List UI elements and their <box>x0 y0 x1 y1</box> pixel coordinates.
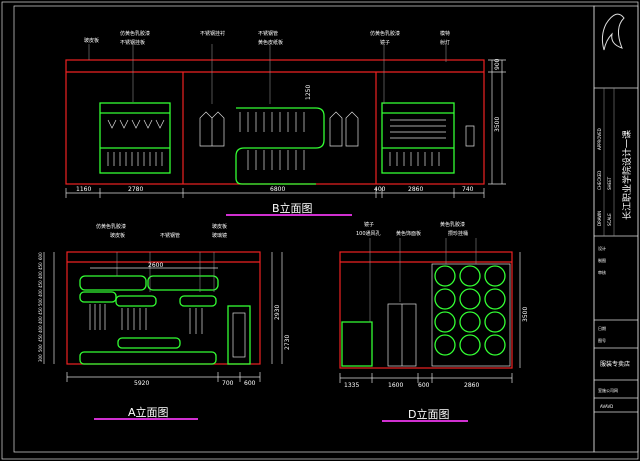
b-mannequins-left <box>199 111 225 147</box>
a-label-3: 玻皮板 <box>212 223 227 230</box>
a-dim-left-1: 450 <box>38 262 43 270</box>
a-dim-left-2: 400 <box>38 271 43 279</box>
d-dim-3: 2860 <box>464 382 479 389</box>
a-dim-left-11: 300 <box>38 354 43 362</box>
a-mirror-cabinet <box>227 305 251 365</box>
a-dim-left-8: 400 <box>38 325 43 333</box>
b-dim-0: 1160 <box>76 186 91 193</box>
b-label-3: 不锈钢挂衬 <box>200 30 225 37</box>
b-label-9: 射灯 <box>440 39 450 46</box>
a-dim-left-5: 500 <box>38 298 43 306</box>
b-label-1: 仿黄色乳胶漆 <box>120 30 150 37</box>
a-dim-left-3: 450 <box>38 280 43 288</box>
d-label-3: 黄色乳胶漆 <box>440 221 465 228</box>
b-dim-2: 6800 <box>270 186 285 193</box>
b-right-shelf <box>381 102 455 174</box>
b-dim-side-0: 1250 <box>305 85 312 100</box>
d-dim-1: 1600 <box>388 382 403 389</box>
a-dim-top-0: 2600 <box>148 262 163 269</box>
b-dim-1: 2780 <box>128 186 143 193</box>
tb-small-2: APPROVED <box>597 128 602 150</box>
tb-row-4: 图号 <box>598 337 606 343</box>
elevation-a <box>43 251 283 382</box>
a-dim-left-6: 450 <box>38 307 43 315</box>
tb-code: AVAVD <box>600 404 613 409</box>
d-round-cubbies <box>434 265 506 356</box>
d-label-0: 镜子 <box>364 221 374 228</box>
b-title: B立面图 <box>272 201 313 215</box>
d-mirror <box>341 321 373 367</box>
school-logo <box>601 13 625 51</box>
b-mannequins-right <box>329 111 359 147</box>
a-dim-left-9: 450 <box>38 334 43 342</box>
a-dim-right-0: 2930 <box>274 305 281 320</box>
b-left-shelf <box>99 102 171 174</box>
tb-small-1: CHECKED <box>597 171 602 190</box>
elevation-a-labels: 仿黄色乳胶漆 玻皮板 不锈钢管 玻皮板 玻璃镜 2600 5920 700 60… <box>38 223 291 420</box>
b-label-5: 黄色皮纸板 <box>258 39 283 46</box>
b-wall-outline <box>65 59 485 185</box>
tb-row-2: 审核 <box>598 269 606 275</box>
a-dim-bottom-1: 700 <box>222 380 234 387</box>
a-dim-bottom-0: 5920 <box>134 380 149 387</box>
b-label-8: 模特 <box>440 30 450 37</box>
tb-small-3: SCALE <box>607 213 612 226</box>
b-label-7: 镜子 <box>380 39 390 46</box>
tb-small-0: DRAWN <box>597 211 602 226</box>
elevation-d <box>339 238 521 383</box>
d-label-2: 黄色饰面板 <box>396 230 421 237</box>
b-label-4: 不锈钢管 <box>258 30 278 37</box>
d-dim-right-0: 3500 <box>522 307 529 322</box>
a-label-2: 不锈钢管 <box>160 232 180 239</box>
a-dim-bottom-2: 600 <box>244 380 256 387</box>
b-center-rack <box>235 107 325 185</box>
b-dim-5: 740 <box>462 186 474 193</box>
tb-project: 服装专卖店 <box>600 360 630 368</box>
a-label-4: 玻璃镜 <box>212 232 227 239</box>
a-dim-left-0: 600 <box>38 252 43 260</box>
elevation-d-labels: 镜子 100通风孔 黄色饰面板 黄色乳胶漆 攒珍挂桶 1335 1600 600… <box>344 221 529 422</box>
a-label-1: 玻皮板 <box>110 232 125 239</box>
d-label-1: 100通风孔 <box>356 230 381 237</box>
tb-vertical-title: 长江职业学院设计一课 <box>621 130 633 220</box>
tb-row-0: 设计 <box>598 245 606 251</box>
d-title: D立面图 <box>408 407 449 421</box>
b-label-6: 仿黄色乳胶漆 <box>370 30 400 37</box>
a-wall-outline <box>66 251 261 365</box>
a-dim-right-1: 2730 <box>284 335 291 350</box>
a-title: A立面图 <box>128 405 169 419</box>
elevation-b <box>65 44 506 198</box>
b-label-2: 不锈钢挂板 <box>120 39 145 46</box>
d-label-4: 攒珍挂桶 <box>448 230 468 237</box>
b-dim-side-1: 3500 <box>494 117 501 132</box>
d-wall-outline <box>339 251 513 369</box>
d-dim-0: 1335 <box>344 382 359 389</box>
b-dim-side-2: 900 <box>494 58 501 70</box>
b-dim-4: 2860 <box>408 186 423 193</box>
a-label-0: 仿黄色乳胶漆 <box>96 223 126 230</box>
tb-note: 室施公司网 <box>598 387 618 393</box>
tb-row-1: 制图 <box>598 257 606 263</box>
elevation-b-labels: 玻皮板 仿黄色乳胶漆 不锈钢挂板 不锈钢挂衬 不锈钢管 黄色皮纸板 仿黄色乳胶漆… <box>76 30 501 216</box>
d-round-rack <box>431 263 511 367</box>
b-dim-3: 400 <box>374 186 386 193</box>
a-dim-left-7: 400 <box>38 316 43 324</box>
title-block: DRAWN CHECKED APPROVED SCALE SHEET 长江职业学… <box>593 5 639 453</box>
b-label-0: 玻皮板 <box>84 37 99 44</box>
a-dim-left-10: 500 <box>38 344 43 352</box>
tb-small-4: SHEET <box>607 176 612 190</box>
d-dim-2: 600 <box>418 382 430 389</box>
tb-row-3: 日期 <box>598 325 606 331</box>
a-dim-left-4: 400 <box>38 289 43 297</box>
